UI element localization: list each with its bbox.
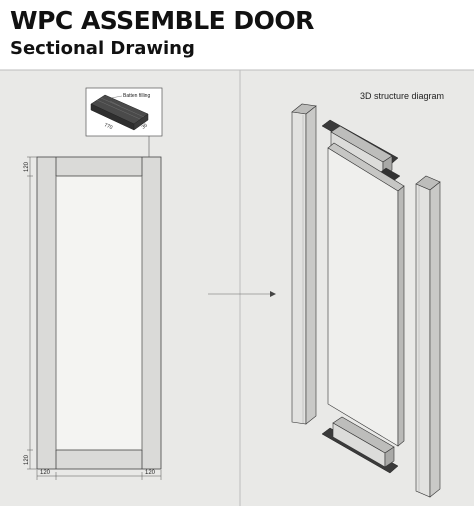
- batten-block-side: [133, 113, 149, 131]
- structure-3d-label: 3D structure diagram: [360, 91, 444, 101]
- arrow-icon: [208, 291, 276, 297]
- page-title: WPC ASSEMBLE DOOR: [10, 6, 314, 35]
- right-stile-3d: [415, 175, 441, 498]
- dim-top-label: 120: [24, 161, 30, 172]
- center-panel-3d: [327, 142, 405, 447]
- batten-filling-detail: Batten filling 770 35: [85, 87, 163, 137]
- batten-filling-label: Batten filling: [123, 93, 150, 99]
- horizontal-dimensions: 120 120: [36, 470, 162, 480]
- vertical-dimensions: 120 120: [24, 156, 37, 470]
- header: WPC ASSEMBLE DOOR Sectional Drawing: [0, 0, 474, 70]
- dim-bottom-label: 120: [24, 454, 30, 465]
- page-subtitle: Sectional Drawing: [10, 38, 195, 59]
- dim-left-label: 120: [40, 470, 51, 476]
- left-stile-3d: [291, 103, 317, 425]
- batten-length-label: 770: [103, 122, 113, 131]
- door-front-view: [36, 156, 162, 470]
- bottom-rail-3d: [321, 416, 399, 474]
- door-inner-panel: [55, 175, 143, 451]
- dim-right-label: 120: [145, 470, 156, 476]
- batten-width-label: 35: [141, 122, 149, 130]
